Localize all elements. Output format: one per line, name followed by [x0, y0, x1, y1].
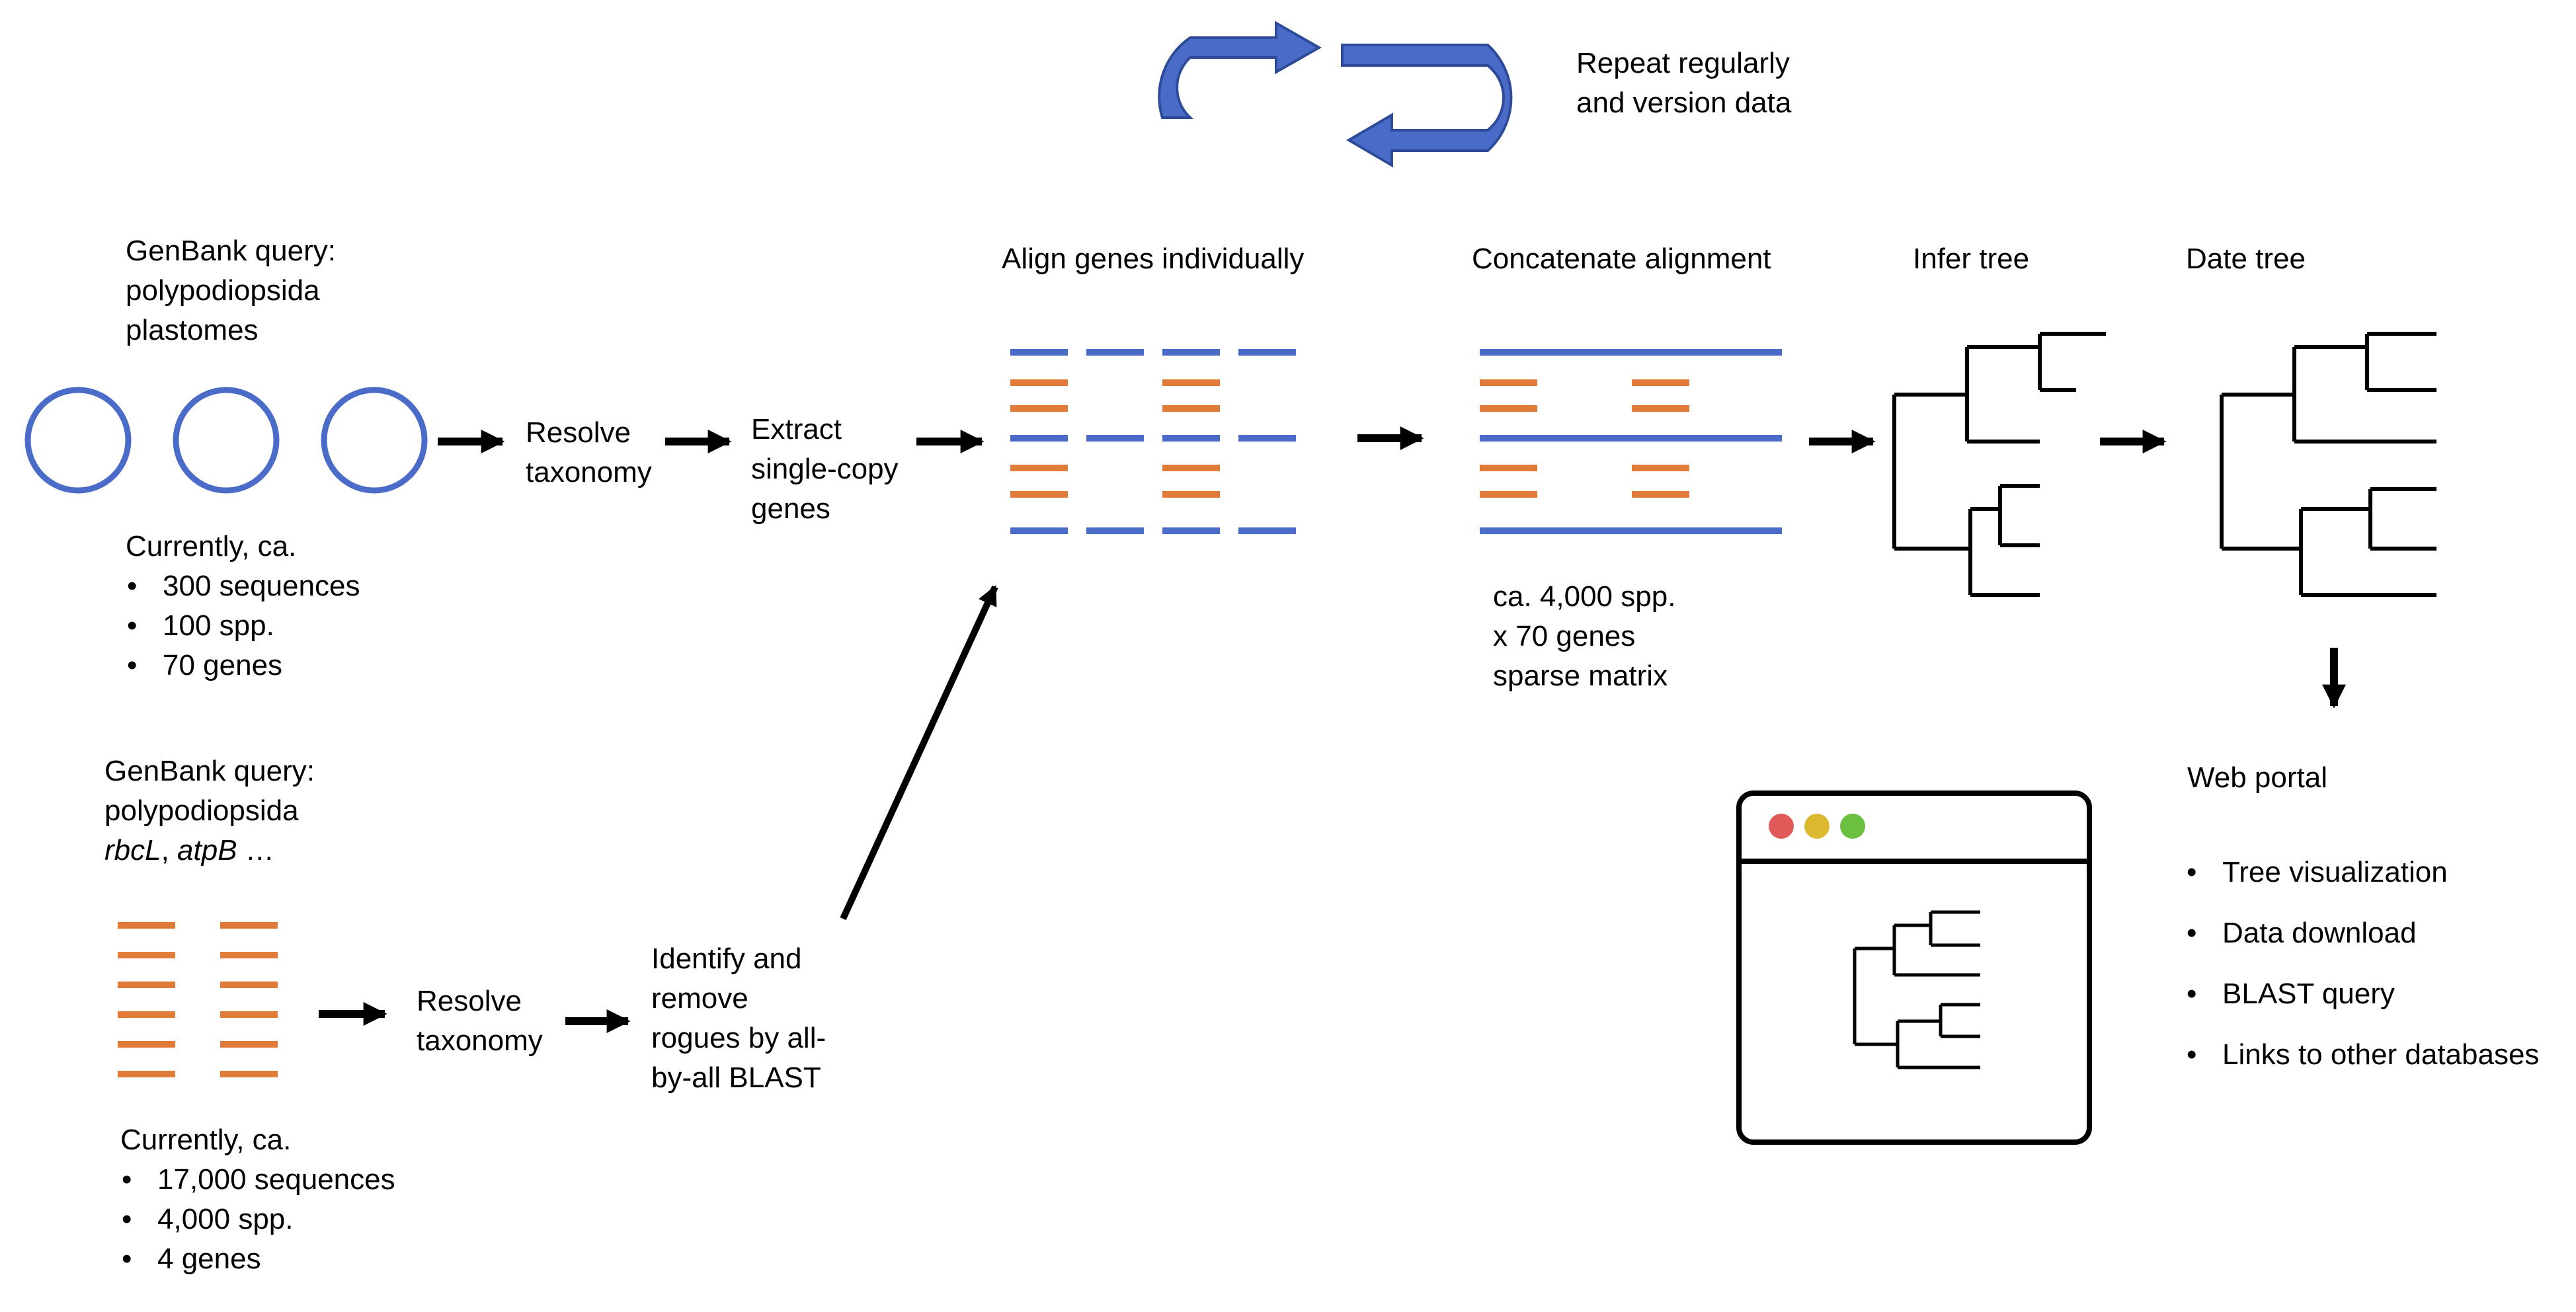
concatenated-alignment	[1480, 349, 1782, 534]
plastome-stats-list: 300 sequences 100 spp. 70 genes	[126, 566, 360, 685]
list-item: 4 genes	[120, 1239, 395, 1279]
label-line: remove	[651, 982, 748, 1015]
list-item: 17,000 sequences	[120, 1160, 395, 1200]
genes-resolve-taxonomy-label: Resolve taxonomy	[417, 982, 543, 1061]
window-minimize-dot	[1804, 814, 1830, 839]
label-line: by-all BLAST	[651, 1061, 821, 1094]
concat-step-title: Concatenate alignment	[1472, 243, 1771, 275]
genes-stats-list: 17,000 sequences 4,000 spp. 4 genes	[120, 1160, 395, 1279]
list-item: Links to other databases	[2185, 1035, 2539, 1075]
list-item: 4,000 spp.	[120, 1200, 395, 1239]
infer-step-title: Infer tree	[1913, 243, 2030, 275]
label-line: taxonomy	[526, 456, 652, 488]
plastome-resolve-taxonomy-label: Resolve taxonomy	[526, 413, 652, 492]
plastome-currently-label: Currently, ca.	[126, 530, 297, 562]
plastome-circle	[321, 387, 428, 494]
plastome-circle	[173, 387, 280, 494]
label-line: Extract	[751, 413, 842, 445]
list-item: 300 sequences	[126, 566, 360, 606]
ellipsis: …	[237, 834, 274, 867]
label-line: rogues by all-	[651, 1022, 826, 1054]
inferred-tree-icon	[1892, 332, 2106, 597]
window-close-dot	[1769, 814, 1794, 839]
repeat-arrow-top	[1158, 20, 1322, 119]
align-step-title: Align genes individually	[1002, 243, 1305, 275]
arrow-icon	[840, 585, 998, 921]
repeat-line: and version data	[1576, 87, 1792, 119]
repeat-line: Repeat regularly	[1576, 47, 1790, 79]
label-line: single-copy	[751, 453, 899, 485]
label-line: taxonomy	[417, 1024, 543, 1057]
list-item: Tree visualization	[2185, 853, 2539, 892]
plastome-circles	[24, 387, 428, 494]
list-item: 70 genes	[126, 646, 360, 685]
query-line: GenBank query:	[104, 755, 315, 787]
repeat-arrow-bottom	[1341, 44, 1513, 168]
label-line: x 70 genes	[1493, 620, 1636, 652]
label-line: Identify and	[651, 943, 802, 975]
gene-sequences	[118, 922, 278, 1077]
list-item: 100 spp.	[126, 606, 360, 646]
label-line: genes	[751, 492, 830, 525]
label-line: Resolve	[417, 985, 522, 1017]
date-step-title: Date tree	[2186, 243, 2306, 275]
list-item: BLAST query	[2185, 974, 2539, 1014]
query-line: plastomes	[126, 314, 259, 346]
genes-currently-label: Currently, ca.	[120, 1124, 292, 1156]
web-portal-title: Web portal	[2187, 761, 2327, 794]
query-line: GenBank query:	[126, 235, 336, 267]
dated-tree-icon	[2220, 332, 2436, 597]
extract-genes-label: Extract single-copy genes	[751, 410, 899, 529]
repeat-cycle-icon	[1158, 20, 1513, 168]
plastome-query-label: GenBank query: polypodiopsida plastomes	[126, 231, 336, 350]
individual-alignment	[1010, 349, 1296, 534]
gene-name: atpB	[177, 834, 237, 867]
repeat-label: Repeat regularly and version data	[1576, 44, 1791, 123]
genes-query-label: GenBank query: polypodiopsida rbcL, atpB…	[104, 752, 315, 870]
web-portal-features: Tree visualization Data download BLAST q…	[2185, 853, 2539, 1096]
label-line: ca. 4,000 spp.	[1493, 580, 1676, 613]
window-tree-icon	[1853, 910, 1980, 1069]
list-item: Data download	[2185, 913, 2539, 953]
label-line: Resolve	[526, 416, 631, 449]
plastome-circle	[24, 387, 132, 494]
query-line: polypodiopsida	[104, 794, 299, 827]
browser-window-icon	[1736, 791, 2092, 1145]
query-line: rbcL, atpB …	[104, 831, 315, 870]
matrix-description: ca. 4,000 spp. x 70 genes sparse matrix	[1493, 577, 1675, 696]
remove-rogues-label: Identify and remove rogues by all- by-al…	[651, 939, 826, 1098]
query-line: polypodiopsida	[126, 274, 320, 307]
gene-name: rbcL	[104, 834, 161, 867]
window-maximize-dot	[1840, 814, 1865, 839]
label-line: sparse matrix	[1493, 660, 1668, 692]
flow-arrows	[319, 426, 2346, 1033]
separator: ,	[161, 834, 178, 867]
